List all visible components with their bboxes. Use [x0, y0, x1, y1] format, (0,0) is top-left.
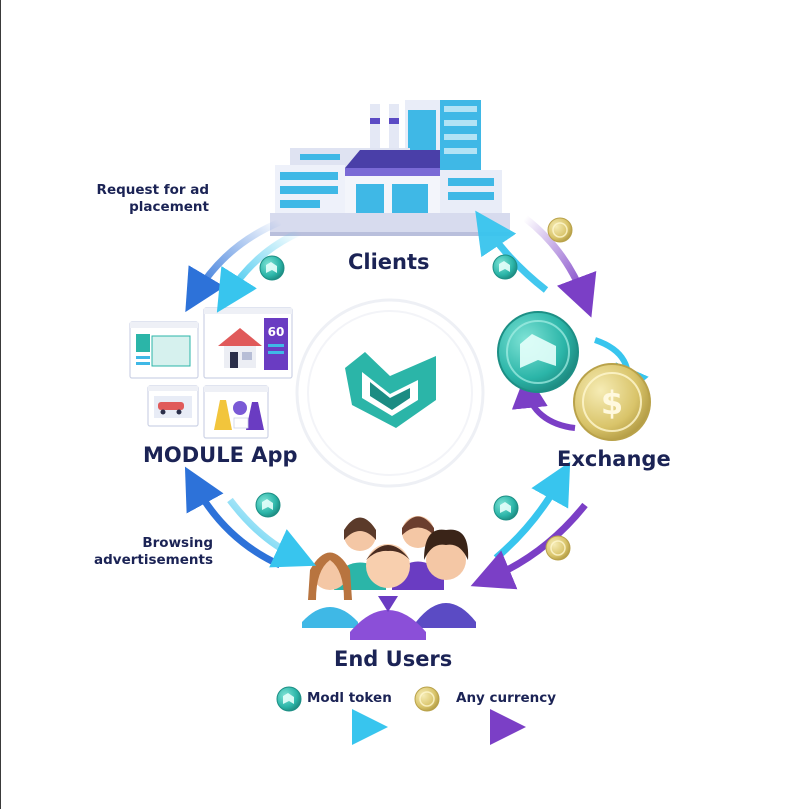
center-hub [295, 298, 485, 488]
price-badge: 60 [268, 325, 285, 339]
ad-card-fashion [203, 385, 269, 439]
currency-coin-icon [545, 535, 571, 561]
legend-token-label: Modl token [307, 690, 392, 706]
user-avatar [416, 529, 476, 628]
browsing-arrows [184, 466, 317, 569]
exchange-label: Exchange [557, 447, 671, 471]
modl-token-icon [493, 495, 519, 521]
end-users-label: End Users [334, 647, 453, 671]
ad-card-car [147, 385, 199, 427]
legend [276, 686, 526, 745]
browsing-label-line1: Browsing [142, 535, 213, 551]
svg-text:$: $ [601, 384, 623, 422]
legend-token-icon [276, 686, 302, 712]
coin-exchange-icon: $ [497, 311, 651, 441]
module-app-label: MODULE App [143, 443, 298, 467]
modl-token-icon [255, 492, 281, 518]
request-label-line1: Request for ad [96, 182, 209, 198]
currency-coin-icon [547, 217, 573, 243]
ad-card-money [129, 321, 199, 379]
legend-currency-label: Any currency [456, 690, 557, 706]
request-label-line2: placement [129, 199, 209, 215]
request-arrows [185, 218, 302, 313]
request-label: Request for ad placement [97, 182, 209, 216]
factory-icon [270, 100, 510, 236]
browsing-label-line2: advertisements [94, 552, 213, 568]
users-exchange-arrows [470, 461, 588, 590]
browsing-label: Browsing advertisements [94, 535, 213, 569]
users-group-icon [302, 516, 476, 640]
clients-label: Clients [348, 250, 430, 274]
ad-card-house: 60 [203, 307, 293, 379]
user-avatar [350, 544, 426, 640]
modl-token-icon [259, 255, 285, 281]
user-avatar [302, 552, 358, 628]
legend-currency-icon [414, 686, 440, 712]
left-border [0, 0, 1, 809]
ad-cards-icon: 60 [129, 307, 293, 439]
modl-token-icon [492, 254, 518, 280]
module-logo-icon [345, 352, 436, 428]
clients-exchange-arrows [475, 210, 597, 318]
